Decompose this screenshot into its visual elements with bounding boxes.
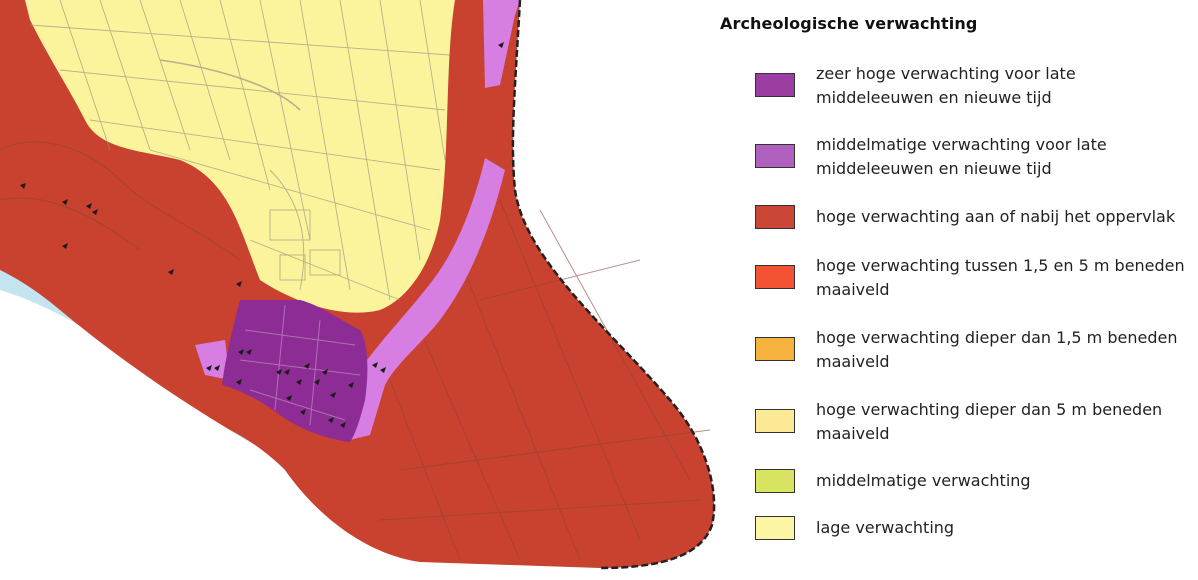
map-canvas <box>0 0 716 570</box>
legend-label: hoge verwachting dieper dan 5 m beneden … <box>816 400 1163 443</box>
legend-title: Archeologische verwachting <box>720 14 978 33</box>
legend-swatch <box>755 516 795 540</box>
legend-label: zeer hoge verwachting voor late middelee… <box>816 64 1076 107</box>
area-medium-medieval-corridor <box>350 158 505 440</box>
parcel-lines <box>29 0 451 301</box>
area-medium-medieval-west <box>195 340 230 380</box>
parcel-lines-east <box>0 141 711 561</box>
legend-swatch <box>755 337 795 361</box>
legend-swatch <box>755 73 795 97</box>
legend-label: lage verwachting <box>816 518 955 537</box>
legend-label: middelmatige verwachting voor late midde… <box>816 135 1107 178</box>
legend-swatch <box>755 409 795 433</box>
area-very-high-medieval <box>222 300 368 442</box>
boundary-line <box>511 0 716 570</box>
legend-label: hoge verwachting tussen 1,5 en 5 m bened… <box>816 256 1185 299</box>
legend-swatch <box>755 205 795 229</box>
legend-panel: Archeologische verwachting zeer hoge ver… <box>700 0 1198 576</box>
legend-label: hoge verwachting dieper dan 1,5 m benede… <box>816 328 1178 371</box>
area-low-expectation <box>25 0 455 313</box>
find-markers <box>20 42 504 428</box>
legend-label: hoge verwachting aan of nabij het opperv… <box>816 207 1176 226</box>
village-streets <box>239 304 361 426</box>
legend-swatch <box>755 144 795 168</box>
legend-swatch <box>755 469 795 493</box>
legend-swatch <box>755 265 795 289</box>
map-area <box>0 0 716 570</box>
legend-label: middelmatige verwachting <box>816 471 1031 490</box>
